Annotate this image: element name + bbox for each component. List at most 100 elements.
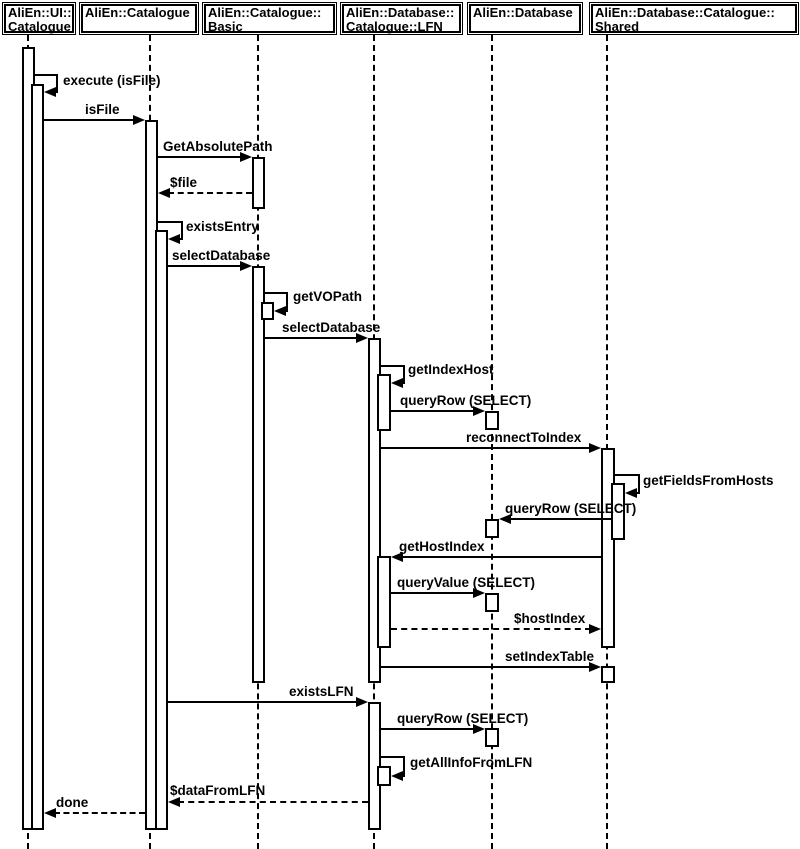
object-label-catalogue-basic: AliEn::Catalogue::Basic — [204, 4, 335, 33]
object-box-ui-catalogue: AliEn::UI::Catalogue — [2, 2, 76, 35]
message-isfile-label: isFile — [85, 102, 120, 117]
activation-basic-getabspath — [252, 157, 265, 209]
object-label-ui-catalogue: AliEn::UI::Catalogue — [4, 4, 74, 33]
message-getabsolutepath-line — [158, 156, 242, 158]
object-box-database: AliEn::Database — [467, 2, 583, 35]
object-label-line — [473, 20, 577, 34]
message-getallinfofromlfn-loop-bottom — [401, 775, 405, 777]
activation-basic-getvopath — [261, 302, 274, 320]
lifeline-database — [491, 35, 493, 849]
message-execute-loop-top — [35, 74, 58, 76]
message-queryvalue-arrowhead — [473, 588, 485, 598]
activation-cat-existsentry — [155, 230, 168, 830]
message-getvopath-loop-top — [265, 292, 288, 294]
object-label-line: Basic — [208, 18, 243, 34]
message-datafromlfn-return-arrowhead — [168, 797, 180, 807]
message-getfieldsfromhosts-loop-side — [638, 474, 640, 493]
message-existslfn-label: existsLFN — [289, 684, 354, 699]
message-getabsolutepath-label: GetAbsolutePath — [163, 139, 273, 154]
message-getabsolutepath-arrowhead — [240, 152, 252, 162]
object-box-catalogue: AliEn::Catalogue — [79, 2, 199, 35]
message-done-return-arrowhead — [44, 808, 56, 818]
message-getallinfofromlfn-label: getAllInfoFromLFN — [410, 755, 533, 770]
message-getvopath-label: getVOPath — [293, 289, 363, 304]
message-datafromlfn-return-line — [178, 801, 368, 803]
message-gethostindex-label: getHostIndex — [399, 539, 485, 554]
activation-lfn-getallinfo — [377, 766, 391, 786]
message-isfile-arrowhead — [133, 115, 145, 125]
message-hostindex-return-label: $hostIndex — [514, 611, 586, 626]
message-existsentry-arrowhead — [168, 234, 180, 244]
message-getvopath-loop-side — [286, 292, 288, 311]
object-label-database: AliEn::Database — [469, 4, 581, 33]
message-selectdatabase-1-line — [168, 265, 242, 267]
message-selectdatabase-1-arrowhead — [240, 261, 252, 271]
object-label-line: AliEn::Database:: — [346, 5, 455, 20]
message-getindexhost-label: getIndexHost — [408, 362, 494, 377]
message-done-return-label: done — [56, 795, 89, 810]
activation-shared-reconnect — [601, 448, 615, 648]
message-getallinfofromlfn-loop-side — [403, 756, 405, 776]
message-setindextable-label: setIndexTable — [505, 649, 595, 664]
message-queryrow-1-line — [391, 410, 475, 412]
activation-shared-getfields — [611, 483, 625, 540]
message-existsentry-loop-side — [181, 221, 183, 239]
object-label-line: Catalogue::LFN — [346, 18, 443, 34]
activation-lfn-gethostindex — [377, 556, 391, 648]
object-label-database-catalogue-shared: AliEn::Database::Catalogue::Shared — [591, 4, 797, 33]
object-label-catalogue: AliEn::Catalogue — [81, 4, 197, 33]
message-queryrow-2-line — [509, 518, 611, 520]
message-getfieldsfromhosts-label: getFieldsFromHosts — [643, 473, 774, 488]
activation-basic-selectdb — [252, 266, 265, 683]
message-selectdatabase-1-label: selectDatabase — [172, 248, 271, 263]
message-file-return-arrowhead — [158, 188, 170, 198]
message-getallinfofromlfn-loop-top — [381, 756, 405, 758]
message-done-return-line — [54, 812, 145, 814]
message-reconnecttoindex-line — [381, 447, 591, 449]
message-existsentry-label: existsEntry — [186, 219, 259, 234]
message-queryrow-2-label: queryRow (SELECT) — [505, 501, 637, 516]
message-execute-arrowhead — [44, 87, 56, 97]
object-box-database-catalogue-lfn: AliEn::Database::Catalogue::LFN — [340, 2, 463, 35]
activation-ui-execute — [31, 84, 44, 830]
message-selectdatabase-2-line — [265, 337, 358, 339]
activation-db-queryrow-1 — [485, 411, 499, 430]
message-execute-label: execute (isFile) — [63, 73, 161, 88]
message-file-return-label: $file — [170, 175, 198, 190]
message-queryvalue-label: queryValue (SELECT) — [397, 575, 536, 590]
object-label-line: AliEn::Catalogue:: — [208, 5, 322, 20]
message-getallinfofromlfn-arrowhead — [391, 771, 403, 781]
object-label-line: AliEn::Database::Catalogue:: — [595, 5, 775, 20]
object-label-line: AliEn::Catalogue — [85, 5, 190, 20]
message-queryrow-3-line — [381, 728, 475, 730]
message-queryvalue-line — [391, 592, 475, 594]
message-getindexhost-arrowhead — [391, 378, 403, 388]
message-existsentry-loop-bottom — [178, 238, 183, 240]
message-setindextable-line — [381, 666, 591, 668]
message-isfile-line — [44, 119, 135, 121]
message-getfieldsfromhosts-loop-bottom — [635, 492, 640, 494]
object-label-line — [85, 20, 193, 34]
object-box-catalogue-basic: AliEn::Catalogue::Basic — [202, 2, 337, 35]
message-hostindex-return-line — [391, 628, 591, 630]
message-getindexhost-loop-bottom — [401, 382, 405, 384]
message-getvopath-arrowhead — [274, 306, 286, 316]
message-file-return-line — [168, 192, 252, 194]
message-queryrow-2-arrowhead — [499, 514, 511, 524]
activation-db-queryvalue — [485, 593, 499, 612]
object-box-database-catalogue-shared: AliEn::Database::Catalogue::Shared — [589, 2, 799, 35]
message-selectdatabase-2-arrowhead — [356, 333, 368, 343]
object-label-line: Shared — [595, 18, 640, 34]
message-datafromlfn-return-label: $dataFromLFN — [170, 783, 266, 798]
message-hostindex-return-arrowhead — [589, 624, 601, 634]
object-label-database-catalogue-lfn: AliEn::Database::Catalogue::LFN — [342, 4, 461, 33]
message-gethostindex-arrowhead — [391, 552, 403, 562]
message-getindexhost-loop-top — [381, 365, 405, 367]
object-label-line: AliEn::UI:: — [8, 5, 72, 20]
activation-db-queryrow-2 — [485, 519, 499, 538]
message-existsentry-loop-top — [158, 221, 183, 223]
activation-db-queryrow-3 — [485, 728, 499, 747]
message-execute-loop-bottom — [54, 91, 58, 93]
lifeline-database-catalogue-shared — [606, 35, 608, 849]
